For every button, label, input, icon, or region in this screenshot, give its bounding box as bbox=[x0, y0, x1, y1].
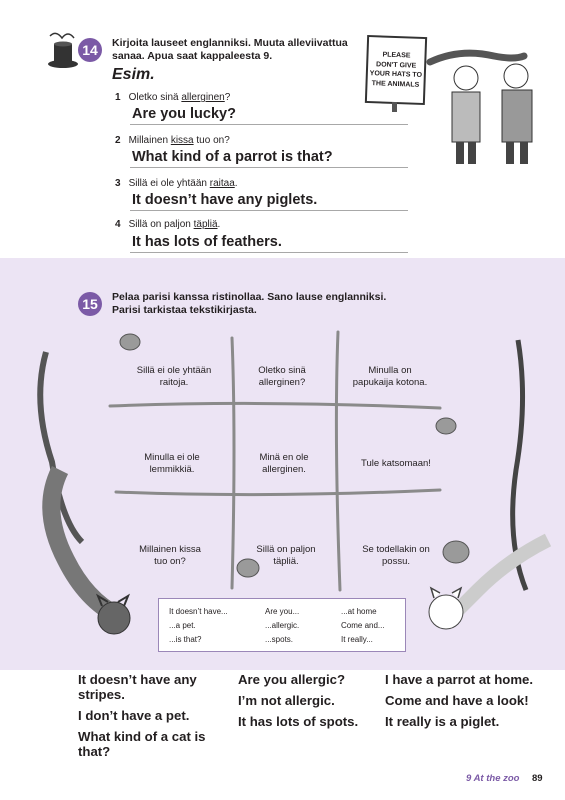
tic-tac-toe-grid bbox=[108, 330, 442, 592]
exercise-15-badge: 15 bbox=[78, 292, 102, 316]
zoo-sign-post bbox=[392, 102, 397, 112]
exercise-14-number: 14 bbox=[82, 42, 98, 58]
answer-line-2 bbox=[130, 167, 408, 168]
grid-cell-1-2[interactable]: Oletko sinä allerginen? bbox=[258, 365, 306, 388]
exercise-14-instruction: Kirjoita lauseet englanniksi. Muuta alle… bbox=[112, 37, 348, 62]
exercise-15-instruction: Pelaa parisi kanssa ristinollaa. Sano la… bbox=[112, 291, 387, 316]
answers-column-1: It doesn’t have any stripes. I don’t hav… bbox=[78, 672, 206, 759]
chapter-title: 9 At the zoo bbox=[466, 773, 520, 784]
answer-1: Are you lucky? bbox=[132, 106, 236, 122]
grid-cell-3-3[interactable]: Se todellakin on possu. bbox=[362, 544, 430, 567]
hint-text: It doesn’t have... bbox=[169, 607, 228, 616]
exercise-15-number: 15 bbox=[82, 296, 98, 312]
grid-cell-1-1[interactable]: Sillä ei ole yhtään raitoja. bbox=[136, 365, 212, 388]
hint-text: Are you... bbox=[265, 607, 300, 616]
hint-text: Come and... bbox=[341, 621, 385, 630]
magic-hat-icon bbox=[48, 32, 78, 68]
hint-text: ...at home bbox=[341, 607, 377, 616]
answer-line-4 bbox=[130, 252, 408, 253]
example-label: Esim. bbox=[112, 66, 155, 83]
answer-4: It has lots of feathers. bbox=[132, 234, 282, 250]
answer-line-3 bbox=[130, 210, 408, 211]
striped-cat-illustration bbox=[37, 351, 131, 635]
hint-text: It really... bbox=[341, 635, 373, 644]
answers-column-3: I have a parrot at home. Come and have a… bbox=[385, 672, 534, 729]
boys-illustration bbox=[426, 49, 533, 164]
hint-text: ...spots. bbox=[265, 635, 294, 644]
hint-text: ...allergic. bbox=[265, 621, 300, 630]
grid-cell-3-1[interactable]: Millainen kissa tuo on? bbox=[139, 544, 201, 567]
answers-column-2: Are you allergic? I’m not allergic. It h… bbox=[238, 672, 359, 729]
grid-cell-2-1[interactable]: Minulla ei ole lemmikkiä. bbox=[144, 452, 200, 475]
answer-2: What kind of a parrot is that? bbox=[132, 149, 333, 165]
hint-text: ...a pet. bbox=[169, 621, 196, 630]
grid-cell-2-3[interactable]: Tule katsomaan! bbox=[361, 458, 431, 469]
grid-cell-2-2[interactable]: Minä en ole allerginen. bbox=[259, 452, 309, 475]
exercise-14-badge: 14 bbox=[78, 38, 102, 62]
hint-text: ...is that? bbox=[169, 635, 202, 644]
page-number: 89 bbox=[532, 773, 543, 784]
hint-box: It doesn’t have... Are you... ...at home… bbox=[158, 598, 406, 652]
answer-line-1 bbox=[130, 124, 408, 125]
stones bbox=[119, 333, 470, 578]
grid-cell-1-3[interactable]: Minulla on papukaija kotona. bbox=[352, 365, 428, 388]
zoo-sign: PLEASE DON'T GIVE YOUR HATS TO THE ANIMA… bbox=[364, 34, 428, 106]
white-cat-illustration bbox=[428, 339, 552, 630]
grid-cell-3-2[interactable]: Sillä on paljon täpliä. bbox=[256, 544, 316, 567]
answer-3: It doesn’t have any piglets. bbox=[132, 192, 318, 208]
